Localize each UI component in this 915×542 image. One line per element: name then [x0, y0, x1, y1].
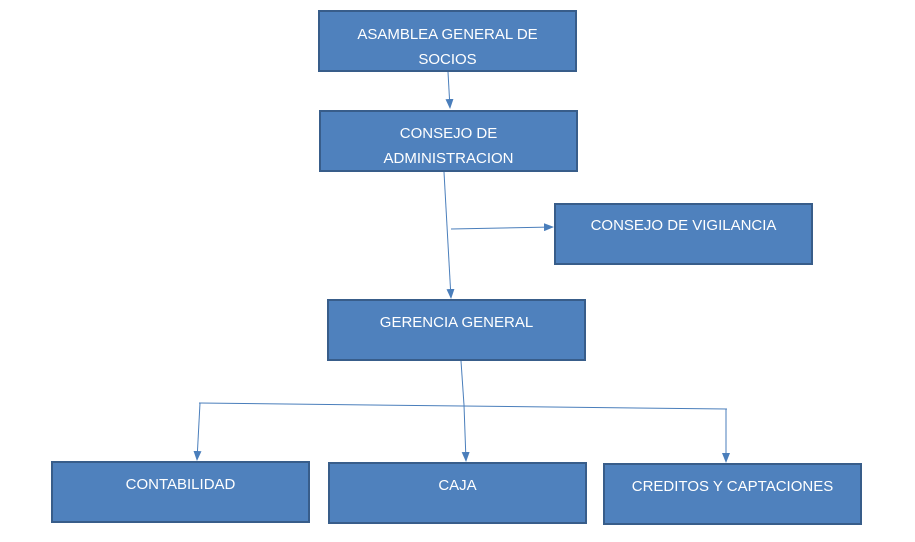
- node-creditos-captaciones: CREDITOS Y CAPTACIONES: [603, 463, 862, 525]
- edge-gerencia-stem: [460, 360, 465, 406]
- edge-to-contabilidad: [193, 402, 202, 461]
- edge-consejo-admin-to-gerencia: [443, 171, 455, 299]
- node-contabilidad: CONTABILIDAD: [51, 461, 310, 523]
- node-consejo-vigilancia: CONSEJO DE VIGILANCIA: [554, 203, 813, 265]
- node-caja: CAJA: [328, 462, 587, 524]
- node-consejo-vigilancia-label: CONSEJO DE VIGILANCIA: [590, 217, 777, 234]
- node-asamblea-general: ASAMBLEA GENERAL DE SOCIOS: [318, 10, 577, 72]
- node-asamblea-general-label: ASAMBLEA GENERAL DE SOCIOS: [357, 26, 538, 68]
- node-consejo-administracion-label: CONSEJO DE ADMINISTRACION: [383, 125, 514, 167]
- node-gerencia-general-label: GERENCIA GENERAL: [379, 314, 534, 331]
- edge-bus: [198, 402, 728, 410]
- node-creditos-captaciones-label: CREDITOS Y CAPTACIONES: [631, 478, 834, 495]
- edge-to-caja: [461, 404, 470, 462]
- node-caja-label: CAJA: [438, 477, 477, 494]
- node-gerencia-general: GERENCIA GENERAL: [327, 299, 586, 361]
- node-consejo-administracion: CONSEJO DE ADMINISTRACION: [319, 110, 578, 172]
- edge-consejo-admin-to-vigilancia: [450, 223, 554, 232]
- edge-asamblea-to-consejo-admin: [445, 71, 454, 109]
- node-contabilidad-label: CONTABILIDAD: [125, 476, 236, 493]
